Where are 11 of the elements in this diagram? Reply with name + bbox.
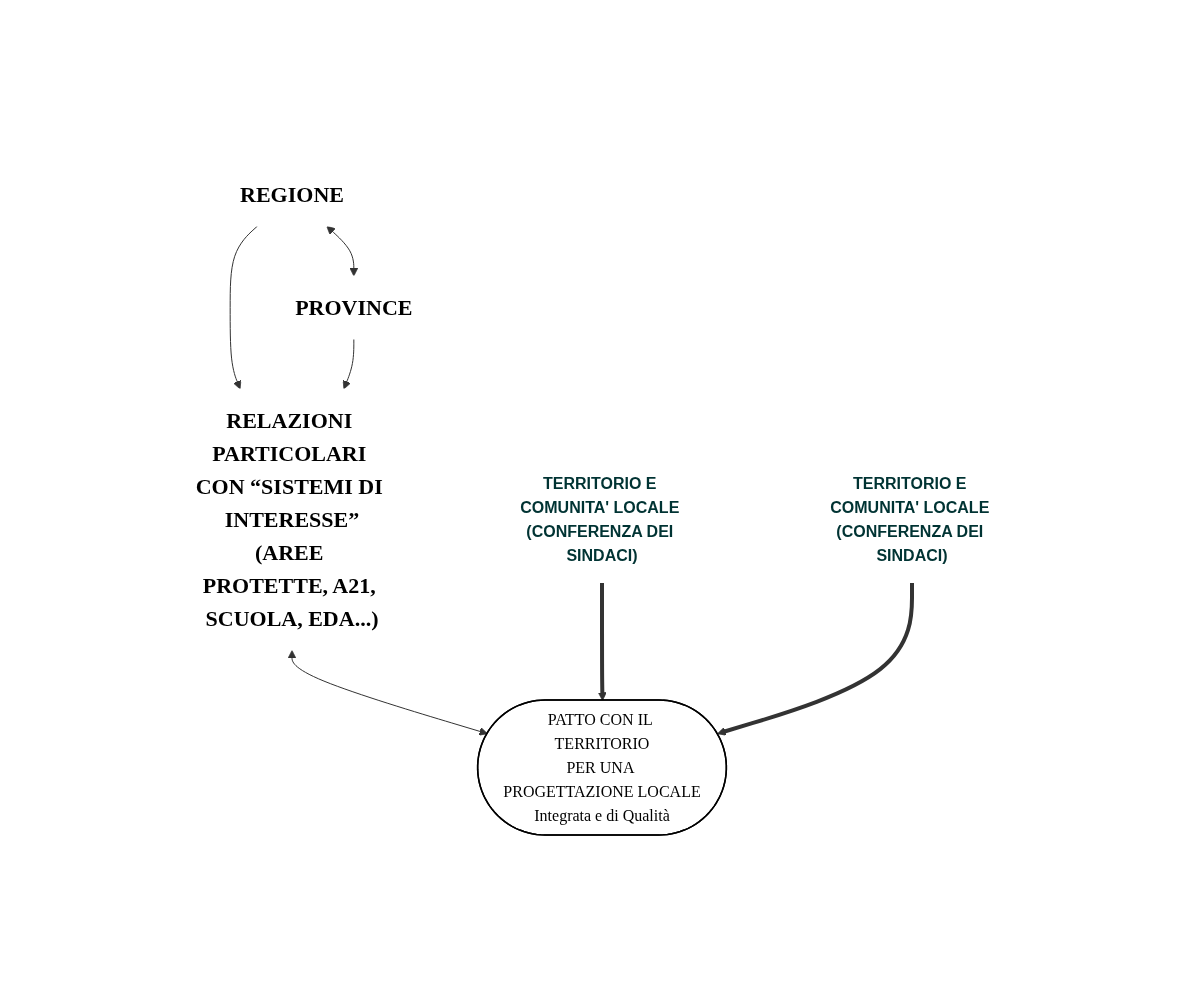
arrow xyxy=(287,650,488,736)
arrow xyxy=(342,338,354,390)
arrow xyxy=(229,225,258,390)
node-text: TERRITORIO E COMUNITA' LOCALE (CONFERENZA DEI SINDACI) xyxy=(519,474,679,564)
arrow xyxy=(716,582,914,736)
arrow xyxy=(325,225,358,277)
node-text: REGIONE xyxy=(239,182,344,207)
node-text: PROVINCE xyxy=(294,295,413,320)
arrow xyxy=(597,582,607,701)
node-text: TERRITORIO E COMUNITA' LOCALE (CONFERENZA DEI SINDACI) xyxy=(829,474,989,564)
node-text: RELAZIONI PARTICOLARI CON “SISTEMI DI INTERESSE” (AREE PROTETTE, A21, SCUOLA, EDA...) xyxy=(195,408,383,631)
